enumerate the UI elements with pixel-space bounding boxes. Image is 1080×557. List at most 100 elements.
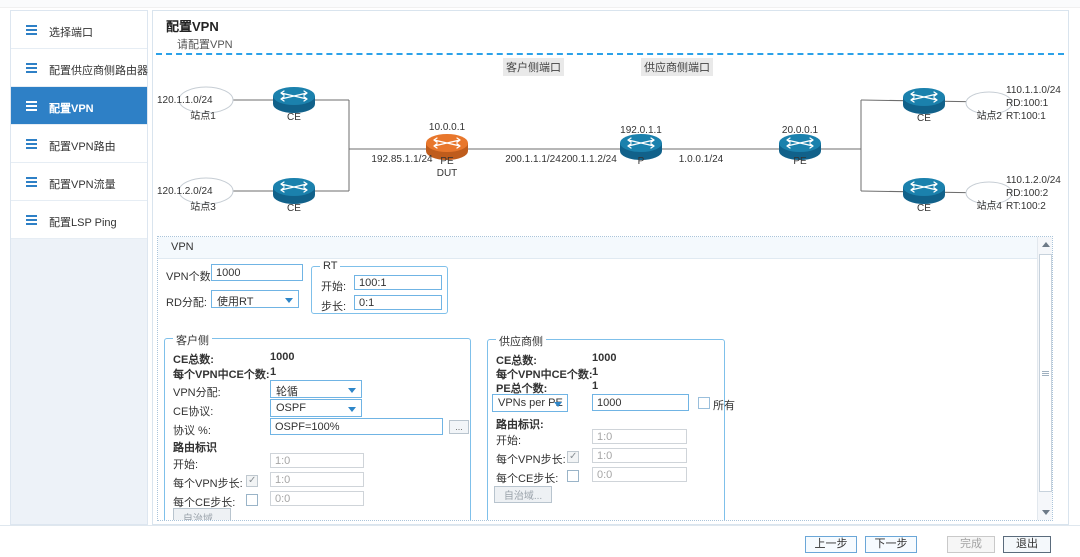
ce1-label: CE bbox=[287, 112, 301, 123]
ce3-router-icon bbox=[273, 178, 315, 204]
protocol-pct-input[interactable] bbox=[270, 418, 443, 435]
site4-cloud bbox=[965, 181, 1013, 205]
all-checkbox-label: 所有 bbox=[713, 400, 735, 412]
exit-button[interactable]: 退出 bbox=[1003, 536, 1051, 553]
ce-per-vpn-value: 1 bbox=[270, 366, 277, 378]
ce-total-label: CE总数: bbox=[173, 354, 214, 366]
site3-name-label: 站点3 bbox=[190, 200, 216, 213]
pe-total-value: 1 bbox=[592, 380, 599, 392]
top-strip bbox=[0, 0, 1080, 8]
link3-ip-label: 200.1.1.2/24 bbox=[561, 154, 617, 165]
client-as-button: 自治域... bbox=[173, 508, 231, 520]
ce-total-value: 1000 bbox=[270, 351, 295, 363]
previous-button[interactable]: 上一步 bbox=[805, 536, 857, 553]
menu-bars-icon bbox=[26, 25, 37, 27]
p-router-icon bbox=[620, 134, 662, 160]
scroll-down-button[interactable] bbox=[1039, 505, 1052, 520]
pv-vpn-step-checkbox bbox=[567, 451, 579, 463]
rt-start-label: 开始: bbox=[321, 281, 347, 293]
menu-bars-icon bbox=[26, 215, 37, 217]
page-subtitle: 请配置VPN bbox=[177, 39, 233, 51]
sidebar-item-config-lsp-ping[interactable]: 配置LSP Ping bbox=[11, 201, 147, 239]
next-button[interactable]: 下一步 bbox=[865, 536, 917, 553]
pv-ce-step-checkbox[interactable] bbox=[567, 470, 579, 482]
sidebar-item-select-ports[interactable]: 选择端口 bbox=[11, 11, 147, 49]
chevron-down-icon bbox=[348, 407, 356, 412]
sidebar-item-label: 配置VPN bbox=[49, 103, 94, 115]
client-vpn-step-checkbox bbox=[246, 475, 258, 487]
pv-ce-total-value: 1000 bbox=[592, 352, 617, 364]
site1-cloud bbox=[178, 86, 234, 114]
pv-route-id-label: 路由标识: bbox=[496, 419, 544, 431]
sidebar-item-label: 配置供应商侧路由器 bbox=[49, 65, 148, 77]
site2-name-label: 站点2 bbox=[976, 109, 1002, 122]
dut-pe-label: PE bbox=[440, 156, 454, 167]
pe-total-label: PE总个数: bbox=[496, 383, 548, 395]
menu-bars-icon bbox=[26, 63, 37, 65]
pv-start-label: 开始: bbox=[496, 435, 522, 447]
protocol-pct-label: 协议 %: bbox=[173, 425, 211, 437]
provider-port-label: 供应商侧端口 bbox=[641, 58, 713, 76]
ce-protocol-label: CE协议: bbox=[173, 406, 214, 418]
vpn-topology-diagram: 120.1.1.0/24 站点1 CE 120.1.2.0/24 站点3 CE … bbox=[157, 85, 1061, 214]
pv-ce-per-vpn-value: 1 bbox=[592, 366, 599, 378]
all-checkbox[interactable] bbox=[698, 397, 710, 409]
client-vpn-step-input bbox=[270, 472, 364, 487]
vpn-panel-title: VPN bbox=[171, 241, 194, 253]
client-ce-step-input bbox=[270, 491, 364, 506]
pv-start-input bbox=[592, 429, 687, 444]
p-label: P bbox=[638, 156, 645, 167]
site4-network-label: 110.1.2.0/24 bbox=[1006, 175, 1061, 186]
sidebar-item-label: 配置VPN路由 bbox=[49, 141, 116, 153]
link4-ip-label: 1.0.0.1/24 bbox=[679, 154, 724, 165]
rt-group: RT 开始: 步长: bbox=[311, 260, 448, 314]
dut-label: DUT bbox=[437, 168, 458, 179]
sidebar-item-config-vpn[interactable]: 配置VPN bbox=[11, 87, 147, 125]
link2-ip-label: 200.1.1.1/24 bbox=[505, 154, 561, 165]
scroll-up-button[interactable] bbox=[1039, 237, 1052, 252]
site1-name-label: 站点1 bbox=[190, 109, 216, 122]
wizard-sidebar: 选择端口 配置供应商侧路由器 配置VPN 配置VPN路由 配置VPN流量 配置L… bbox=[10, 10, 148, 525]
ce-protocol-select[interactable]: OSPF bbox=[270, 399, 362, 417]
scroll-down-icon bbox=[1042, 510, 1050, 515]
ce3-label: CE bbox=[287, 203, 301, 214]
rt-start-input[interactable] bbox=[354, 275, 442, 290]
rt-group-title: RT bbox=[320, 260, 341, 272]
ce2-label: CE bbox=[917, 113, 931, 124]
client-port-label: 客户侧端口 bbox=[503, 58, 564, 76]
client-vpn-step-label: 每个VPN步长: bbox=[173, 478, 243, 490]
ce2-router-icon bbox=[903, 88, 945, 114]
provider-as-button: 自治域... bbox=[494, 486, 552, 503]
client-ce-step-label: 每个CE步长: bbox=[173, 497, 236, 509]
menu-bars-icon bbox=[26, 177, 37, 179]
site2-rd-label: RD:100:1 bbox=[1006, 98, 1049, 109]
scrollbar-grip-icon bbox=[1042, 371, 1049, 372]
sidebar-item-config-vpn-routes[interactable]: 配置VPN路由 bbox=[11, 125, 147, 163]
vpn-alloc-select[interactable]: 轮循 bbox=[270, 380, 362, 398]
dut-ip-label: 10.0.0.1 bbox=[429, 122, 466, 133]
sidebar-item-label: 配置LSP Ping bbox=[49, 217, 117, 229]
protocol-pct-more-button[interactable]: ... bbox=[449, 420, 469, 434]
rd-alloc-select[interactable]: 使用RT bbox=[211, 290, 299, 308]
sidebar-item-config-vpn-traffic[interactable]: 配置VPN流量 bbox=[11, 163, 147, 201]
chevron-down-icon bbox=[348, 388, 356, 393]
pv-ce-per-vpn-label: 每个VPN中CE个数: bbox=[496, 369, 593, 381]
site3-cloud bbox=[178, 177, 234, 205]
scrollbar-thumb[interactable] bbox=[1039, 254, 1052, 492]
panel-scrollbar[interactable] bbox=[1037, 237, 1052, 520]
vpn-panel-header: VPN bbox=[158, 237, 1039, 259]
client-side-title: 客户侧 bbox=[173, 332, 212, 348]
site3-network-label: 120.1.2.0/24 bbox=[157, 186, 213, 197]
vpns-per-pe-select[interactable]: VPNs per PE bbox=[492, 394, 568, 412]
pv-ce-total-label: CE总数: bbox=[496, 355, 537, 367]
dotted-separator bbox=[156, 53, 1064, 55]
menu-bars-icon bbox=[26, 101, 37, 103]
rt-step-input[interactable] bbox=[354, 295, 442, 310]
sidebar-item-config-provider-router[interactable]: 配置供应商侧路由器 bbox=[11, 49, 148, 87]
pe-dut-router-icon bbox=[426, 134, 468, 160]
client-ce-step-checkbox[interactable] bbox=[246, 494, 258, 506]
vpn-count-input[interactable] bbox=[211, 264, 303, 281]
site4-name-label: 站点4 bbox=[976, 199, 1002, 212]
vpns-per-pe-input[interactable] bbox=[592, 394, 689, 411]
p-ip-label: 192.0.1.1 bbox=[620, 125, 662, 136]
